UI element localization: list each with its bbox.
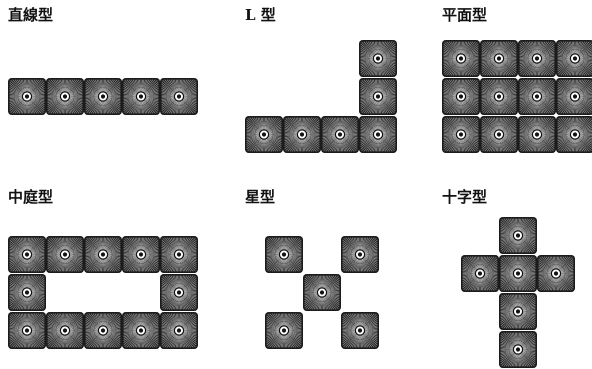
module-linear-1 [8, 78, 46, 115]
layout-diagram-l-shape [245, 40, 397, 154]
layout-diagram-star [265, 236, 379, 350]
layout-label-l-shape: L 型 [245, 8, 276, 23]
module-plane-4 [556, 40, 592, 77]
module-plane-12 [556, 116, 592, 153]
module-l_shape-3 [245, 116, 283, 153]
module-courtyard-12 [160, 312, 198, 349]
module-l_shape-5 [321, 116, 359, 153]
layout-label-star: 星型 [245, 190, 275, 205]
module-courtyard-3 [84, 236, 122, 273]
layout-diagram-cross [461, 217, 575, 369]
module-plane-11 [518, 116, 556, 153]
module-courtyard-9 [46, 312, 84, 349]
module-plane-6 [480, 78, 518, 115]
module-linear-5 [160, 78, 198, 115]
module-linear-2 [46, 78, 84, 115]
layout-diagram-courtyard [8, 236, 198, 350]
layout-label-plane: 平面型 [442, 8, 487, 23]
module-l_shape-6 [359, 116, 397, 153]
module-l_shape-1 [359, 40, 397, 77]
module-plane-7 [518, 78, 556, 115]
module-courtyard-5 [160, 236, 198, 273]
module-cross-1 [499, 217, 537, 254]
module-courtyard-10 [84, 312, 122, 349]
module-courtyard-11 [122, 312, 160, 349]
module-star-2 [341, 236, 379, 273]
module-star-1 [265, 236, 303, 273]
module-cross-5 [499, 293, 537, 330]
module-courtyard-6 [8, 274, 46, 311]
module-courtyard-2 [46, 236, 84, 273]
module-star-3 [303, 274, 341, 311]
module-plane-1 [442, 40, 480, 77]
layout-label-cross: 十字型 [442, 190, 487, 205]
module-cross-4 [537, 255, 575, 292]
module-plane-2 [480, 40, 518, 77]
layout-label-linear: 直線型 [8, 8, 53, 23]
module-star-5 [341, 312, 379, 349]
module-linear-3 [84, 78, 122, 115]
module-l_shape-4 [283, 116, 321, 153]
module-plane-9 [442, 116, 480, 153]
layout-diagram-plane [442, 40, 592, 154]
module-courtyard-1 [8, 236, 46, 273]
module-cross-2 [461, 255, 499, 292]
module-courtyard-4 [122, 236, 160, 273]
module-linear-4 [122, 78, 160, 115]
module-l_shape-2 [359, 78, 397, 115]
layout-diagram-linear [8, 78, 198, 115]
module-courtyard-8 [8, 312, 46, 349]
module-plane-5 [442, 78, 480, 115]
module-plane-10 [480, 116, 518, 153]
module-cross-6 [499, 331, 537, 368]
module-cross-3 [499, 255, 537, 292]
module-plane-3 [518, 40, 556, 77]
module-plane-8 [556, 78, 592, 115]
module-star-4 [265, 312, 303, 349]
layout-label-courtyard: 中庭型 [8, 190, 53, 205]
module-courtyard-7 [160, 274, 198, 311]
